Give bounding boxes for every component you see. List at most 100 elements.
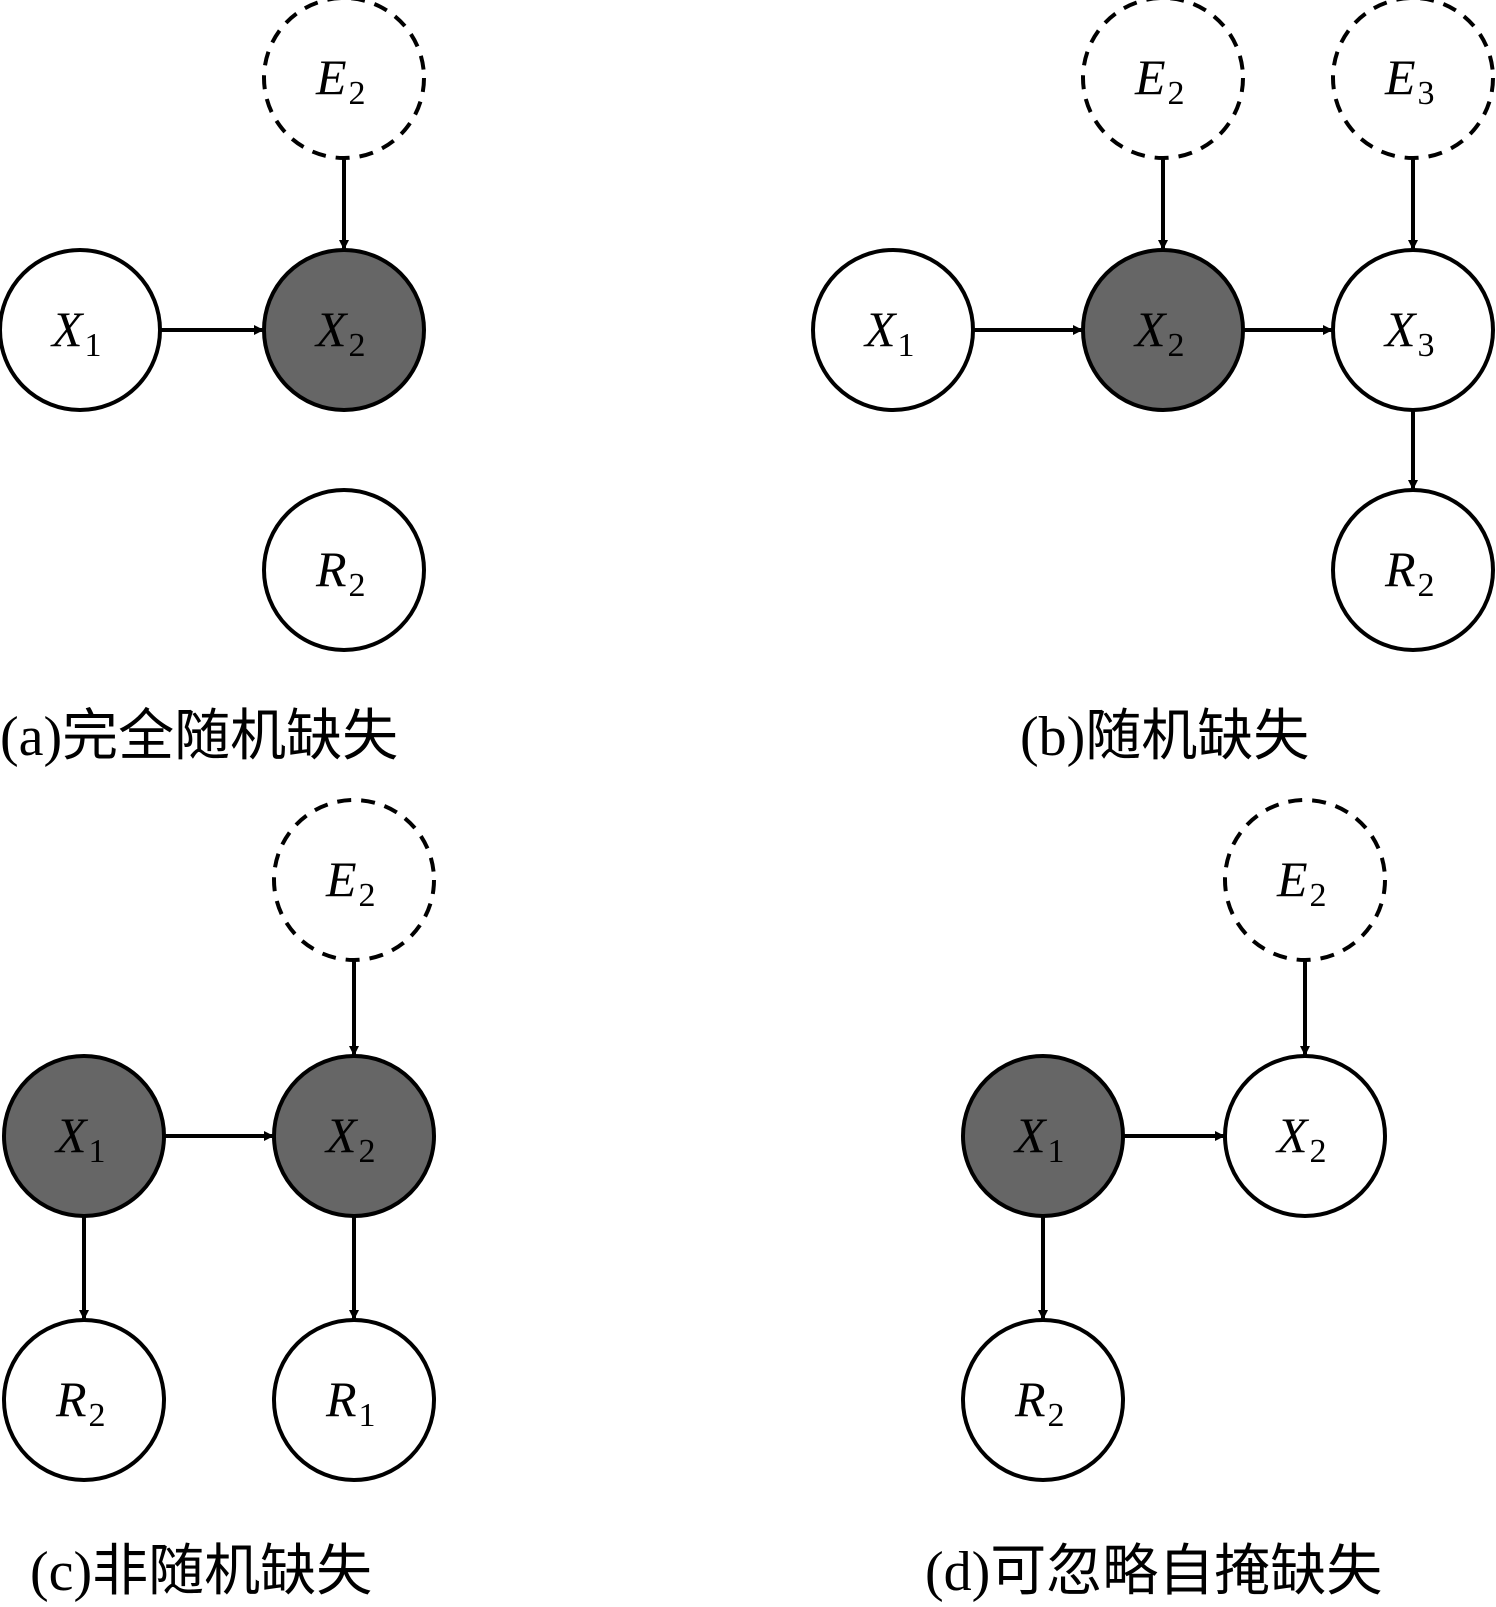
node-d-X1: X1	[961, 1054, 1125, 1218]
node-c-R2: R2	[2, 1318, 166, 1482]
node-letter-c-R1: R	[325, 1371, 357, 1427]
node-letter-c-R2: R	[55, 1371, 87, 1427]
node-a-R2: R2	[262, 488, 426, 652]
node-label-b-X3: X3	[1383, 301, 1435, 364]
caption-panel-a: (a)完全随机缺失	[0, 706, 398, 768]
node-label-c-E2: E2	[325, 851, 376, 914]
node-label-a-E2: E2	[315, 49, 366, 112]
node-a-X2: X2	[262, 248, 426, 412]
node-letter-a-X2: X	[314, 301, 349, 357]
node-d-E2: E2	[1223, 798, 1387, 962]
caption-panel-b: (b)随机缺失	[1020, 706, 1309, 768]
node-letter-a-R2: R	[315, 541, 347, 597]
node-subscript-d-X2: 2	[1310, 1133, 1327, 1170]
node-d-R2: R2	[961, 1318, 1125, 1482]
node-circle-c-X2	[272, 1054, 436, 1218]
node-subscript-c-R2: 2	[89, 1397, 106, 1434]
node-label-a-R2: R2	[315, 541, 366, 604]
node-subscript-d-R2: 2	[1048, 1397, 1065, 1434]
node-circle-c-X1	[2, 1054, 166, 1218]
node-subscript-b-R2: 2	[1418, 567, 1435, 604]
node-b-R2: R2	[1331, 488, 1495, 652]
node-letter-b-X3: X	[1383, 301, 1418, 357]
node-circle-b-X1	[811, 248, 975, 412]
node-label-a-X2: X2	[314, 301, 366, 364]
node-letter-d-R2: R	[1014, 1371, 1046, 1427]
node-subscript-c-E2: 2	[359, 877, 376, 914]
node-subscript-a-X2: 2	[349, 327, 366, 364]
node-letter-c-X1: X	[54, 1107, 89, 1163]
node-circle-b-E3	[1331, 0, 1495, 160]
node-circle-c-R1	[272, 1318, 436, 1482]
node-circle-d-X1	[961, 1054, 1125, 1218]
node-letter-c-E2: E	[325, 851, 357, 907]
node-b-X1: X1	[811, 248, 975, 412]
node-letter-b-X1: X	[863, 301, 898, 357]
node-circle-b-E2	[1081, 0, 1245, 160]
node-circle-a-X2	[262, 248, 426, 412]
node-letter-b-E2: E	[1134, 49, 1166, 105]
node-label-c-R2: R2	[55, 1371, 106, 1434]
node-b-E3: E3	[1331, 0, 1495, 160]
node-subscript-c-X2: 2	[359, 1133, 376, 1170]
node-circle-b-R2	[1331, 488, 1495, 652]
node-c-R1: R1	[272, 1318, 436, 1482]
node-subscript-d-E2: 2	[1310, 877, 1327, 914]
node-subscript-a-X1: 1	[85, 327, 102, 364]
node-c-X1: X1	[2, 1054, 166, 1218]
node-letter-d-E2: E	[1276, 851, 1308, 907]
node-circle-d-E2	[1223, 798, 1387, 962]
node-letter-b-E3: E	[1384, 49, 1416, 105]
node-label-c-X1: X1	[54, 1107, 106, 1170]
node-subscript-a-R2: 2	[349, 567, 366, 604]
node-b-X3: X3	[1331, 248, 1495, 412]
node-letter-b-X2: X	[1133, 301, 1168, 357]
node-subscript-b-E2: 2	[1168, 75, 1185, 112]
caption-panel-c: (c)非随机缺失	[30, 1541, 372, 1603]
node-label-d-R2: R2	[1014, 1371, 1065, 1434]
node-label-d-X2: X2	[1275, 1107, 1327, 1170]
node-label-c-R1: R1	[325, 1371, 376, 1434]
node-subscript-c-X1: 1	[89, 1133, 106, 1170]
node-label-b-X1: X1	[863, 301, 915, 364]
node-circle-d-X2	[1223, 1054, 1387, 1218]
node-subscript-c-R1: 1	[359, 1397, 376, 1434]
node-letter-a-X1: X	[50, 301, 85, 357]
node-subscript-b-X2: 2	[1168, 327, 1185, 364]
caption-panel-d: (d)可忽略自掩缺失	[925, 1541, 1382, 1603]
node-subscript-d-X1: 1	[1048, 1133, 1065, 1170]
node-label-c-X2: X2	[324, 1107, 376, 1170]
node-c-E2: E2	[272, 798, 436, 962]
node-circle-a-E2	[262, 0, 426, 160]
node-label-d-X1: X1	[1013, 1107, 1065, 1170]
node-label-b-E3: E3	[1384, 49, 1435, 112]
node-letter-c-X2: X	[324, 1107, 359, 1163]
node-letter-d-X1: X	[1013, 1107, 1048, 1163]
node-label-b-X2: X2	[1133, 301, 1185, 364]
node-letter-b-R2: R	[1384, 541, 1416, 597]
node-label-a-X1: X1	[50, 301, 102, 364]
node-circle-d-R2	[961, 1318, 1125, 1482]
node-circle-a-X1	[0, 248, 162, 412]
node-letter-a-E2: E	[315, 49, 347, 105]
node-circle-a-R2	[262, 488, 426, 652]
node-c-X2: X2	[272, 1054, 436, 1218]
node-b-X2: X2	[1081, 248, 1245, 412]
node-label-b-R2: R2	[1384, 541, 1435, 604]
node-letter-d-X2: X	[1275, 1107, 1310, 1163]
node-label-b-E2: E2	[1134, 49, 1185, 112]
node-subscript-b-X1: 1	[898, 327, 915, 364]
node-circle-c-R2	[2, 1318, 166, 1482]
node-circle-b-X2	[1081, 248, 1245, 412]
node-a-E2: E2	[262, 0, 426, 160]
node-subscript-b-E3: 3	[1418, 75, 1435, 112]
node-d-X2: X2	[1223, 1054, 1387, 1218]
node-a-X1: X1	[0, 248, 162, 412]
node-circle-c-E2	[272, 798, 436, 962]
node-label-d-E2: E2	[1276, 851, 1327, 914]
node-b-E2: E2	[1081, 0, 1245, 160]
node-circle-b-X3	[1331, 248, 1495, 412]
node-subscript-b-X3: 3	[1418, 327, 1435, 364]
node-subscript-a-E2: 2	[349, 75, 366, 112]
